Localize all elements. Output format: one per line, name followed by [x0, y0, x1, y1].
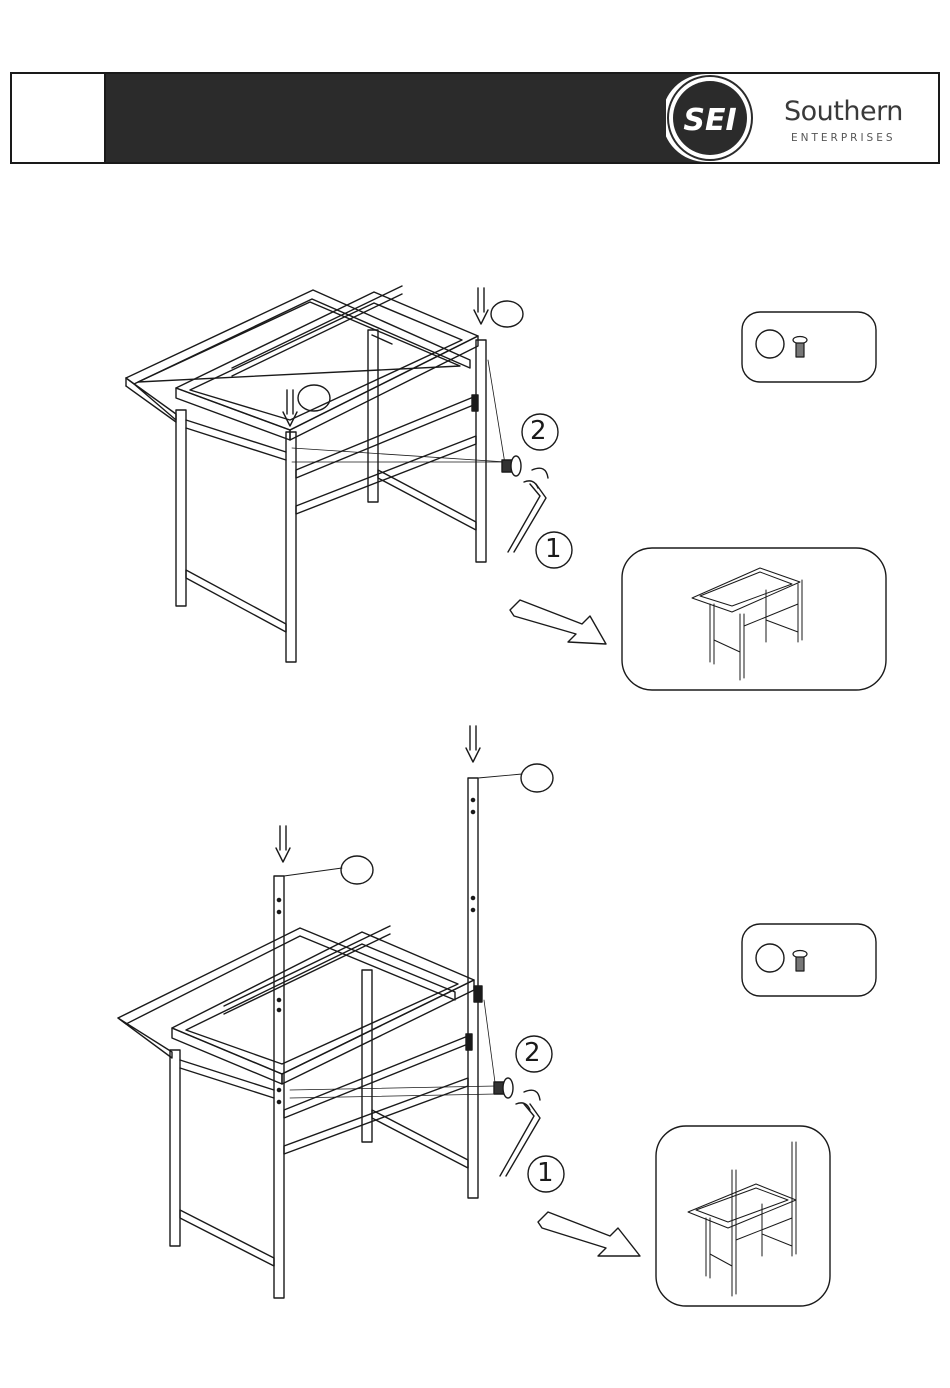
result-preview-box [622, 548, 886, 690]
result-preview-desk [692, 568, 802, 680]
step-b-screw-number: 2 [524, 1038, 541, 1068]
desk-legs-b [170, 778, 482, 1298]
insert-arrow-icon-b [276, 726, 480, 862]
part-callout [756, 330, 784, 358]
desk-top-frame-b [118, 926, 474, 1084]
allen-key-icon-b [500, 1090, 540, 1176]
screw-icon [502, 456, 521, 476]
result-arrow-icon [510, 600, 606, 644]
desk-legs [176, 330, 486, 662]
parts-box-b [742, 924, 876, 996]
result-arrow-icon-b [538, 1212, 640, 1256]
result-preview-desk-b [688, 1142, 796, 1296]
step-b-diagram [118, 726, 876, 1306]
step-b-tool-number: 1 [537, 1158, 554, 1188]
screw-icon-b [494, 1078, 513, 1098]
bolt-icon [793, 337, 807, 358]
step-a-screw-number: 2 [530, 416, 547, 446]
step-a-diagram [126, 286, 886, 690]
part-callout-b [756, 944, 784, 972]
parts-box [742, 312, 876, 382]
bolt-icon-b [793, 951, 807, 972]
step-a-tool-number: 1 [545, 534, 562, 564]
allen-key-icon [508, 468, 548, 552]
